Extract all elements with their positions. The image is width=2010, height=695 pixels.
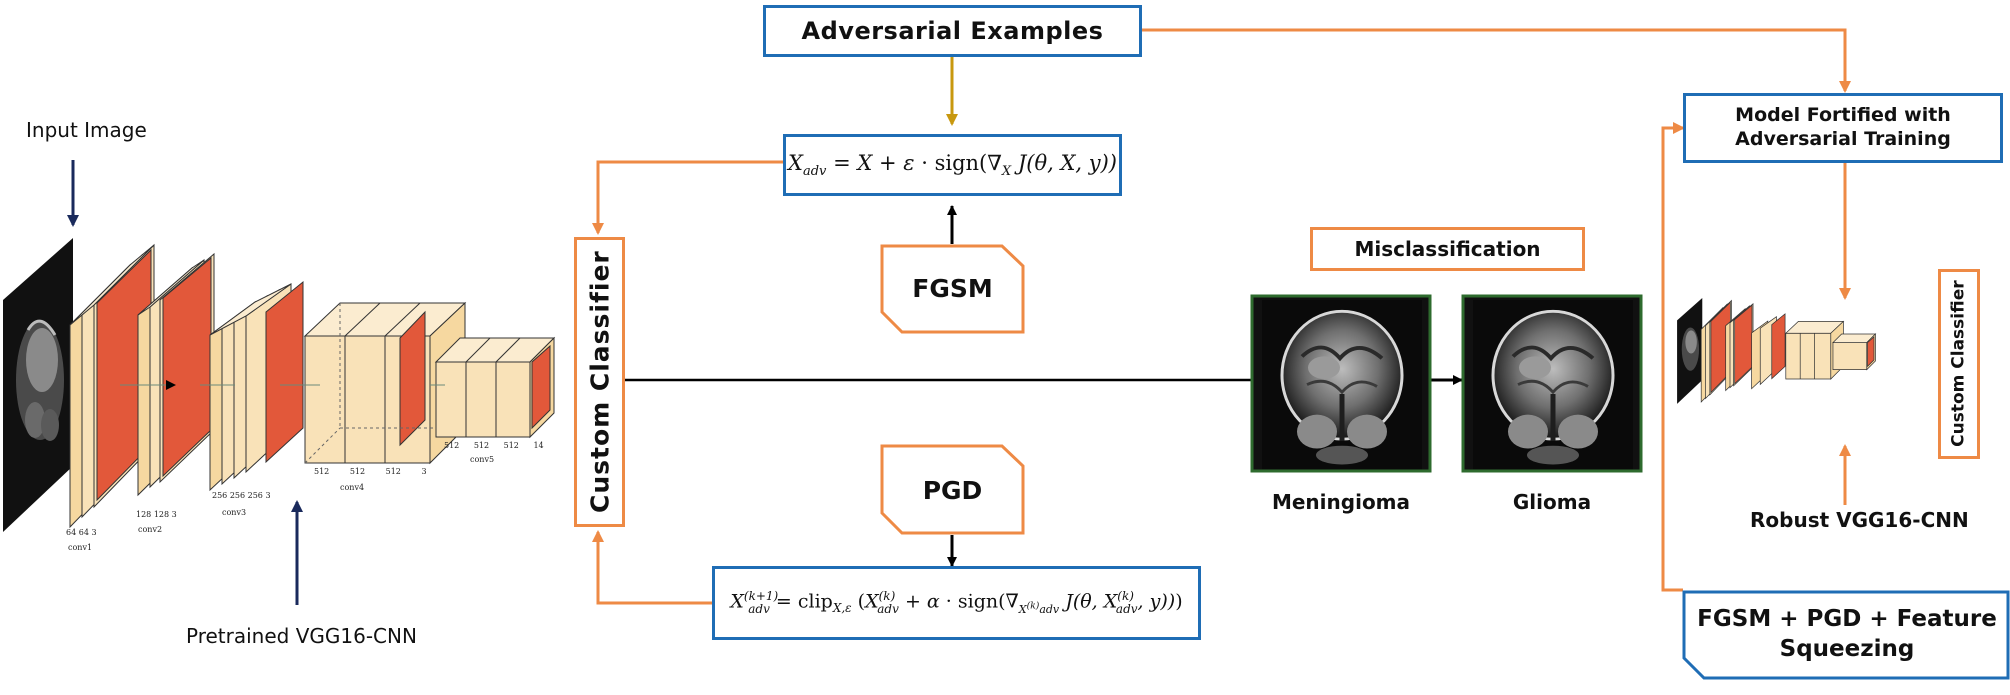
fgsm-formula-box: Xadv = X + ε · sign(∇X J(θ, X, y)): [783, 134, 1122, 196]
vgg-conv5-dims: 512 512 512 14: [444, 441, 544, 450]
pgd-formula-box: X(k+1)adv = clipX,ε (X(k)adv + α · sign(…: [712, 566, 1201, 640]
vgg-conv5-label: conv5: [470, 455, 494, 464]
vgg-conv1-label: conv1: [68, 543, 92, 552]
vgg-conv3-block: [209, 280, 304, 492]
pgd-box: [880, 444, 1025, 535]
fgsm-formula: Xadv = X + ε · sign(∇X J(θ, X, y)): [788, 150, 1117, 179]
formula-bottom-to-classifier-arrow: [592, 530, 712, 605]
fgsm-box: [880, 244, 1025, 334]
custom-classifier-box: Custom Classifier: [574, 237, 625, 527]
vgg-conv4-label: conv4: [340, 483, 364, 492]
robust-vgg-label: Robust VGG16-CNN: [1750, 508, 1969, 532]
fgsm-label: FGSM: [912, 274, 993, 303]
meningioma-mri-image: [1250, 294, 1432, 473]
vgg-conv2-block: [137, 252, 215, 497]
defense-box: [1682, 590, 2010, 680]
misclassification-label: Misclassification: [1354, 236, 1541, 261]
pretrained-vgg-label: Pretrained VGG16-CNN: [186, 624, 417, 648]
pgd-label: PGD: [922, 476, 983, 505]
vgg-conv2-label: conv2: [138, 525, 162, 534]
meningioma-label: Meningioma: [1271, 490, 1411, 514]
model-fortified-box: Model Fortified with Adversarial Trainin…: [1683, 93, 2003, 163]
adv-to-fortified-arrow: [1142, 28, 1851, 93]
robust-custom-classifier-label: Custom Classifier: [1948, 280, 1969, 448]
glioma-mri-image: [1461, 294, 1643, 473]
model-fortified-label: Model Fortified with Adversarial Trainin…: [1735, 104, 1951, 150]
input-image-label: Input Image: [26, 118, 147, 142]
misclassification-box: Misclassification: [1310, 227, 1585, 271]
adversarial-examples-label: Adversarial Examples: [801, 17, 1104, 45]
custom-classifier-label: Custom Classifier: [584, 250, 614, 514]
vgg-conv1-block: [69, 243, 155, 529]
defense-text: FGSM + PGD + Feature Squeezing: [1692, 594, 2002, 676]
robust-custom-classifier-box: Custom Classifier: [1938, 269, 1980, 459]
adversarial-examples-box: Adversarial Examples: [763, 5, 1142, 57]
robust-vgg-network: [1677, 298, 1877, 404]
vgg-conv3-label: conv3: [222, 508, 246, 517]
vgg-conv1-dims: 64 64 3: [66, 528, 97, 537]
vgg-conv5-block: [434, 336, 556, 439]
defense-to-fortified-arrow: [1661, 122, 1685, 592]
input-mri-image: [3, 238, 73, 532]
pgd-formula: X(k+1)adv = clipX,ε (X(k)adv + α · sign(…: [730, 589, 1183, 616]
formula-top-to-classifier-arrow: [592, 160, 785, 235]
vgg-conv4-dims: 512 512 512 3: [314, 467, 427, 476]
vgg-conv2-dims: 128 128 3: [136, 510, 177, 519]
vgg-conv3-dims: 256 256 256 3: [212, 491, 271, 500]
defense-label: FGSM + PGD + Feature Squeezing: [1697, 606, 1997, 662]
glioma-label: Glioma: [1512, 490, 1592, 514]
